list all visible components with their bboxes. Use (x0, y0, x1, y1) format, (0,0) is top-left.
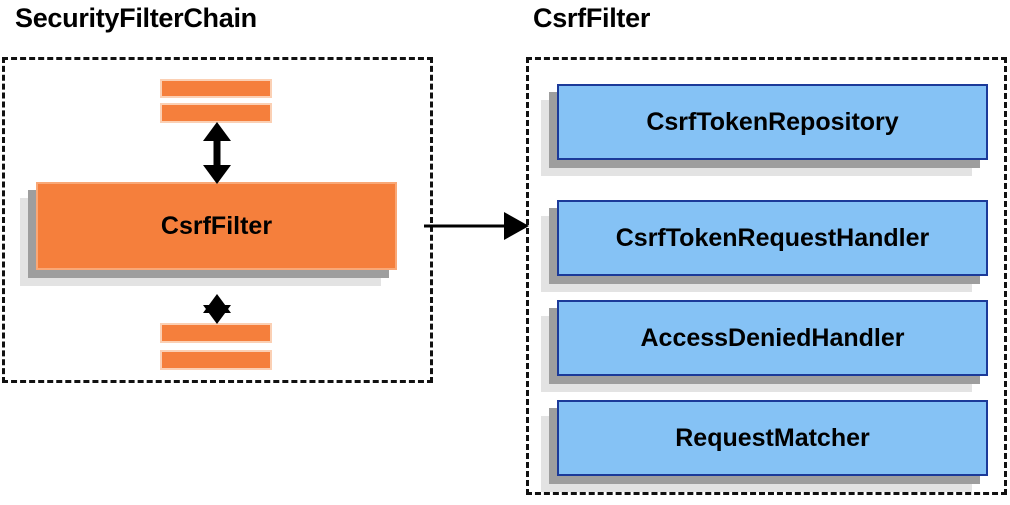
page-title-csrf-filter: CsrfFilter (533, 3, 651, 33)
node-access-denied-handler[interactable]: AccessDeniedHandler (557, 300, 988, 376)
bidirectional-arrow-above (203, 122, 231, 184)
arrow-stem (424, 224, 507, 228)
node-csrf-filter[interactable]: CsrfFilter (36, 182, 397, 270)
arrow-head-up (203, 122, 231, 141)
filter-bar-below-1[interactable] (160, 323, 272, 343)
node-csrf-token-repository[interactable]: CsrfTokenRepository (557, 84, 988, 160)
arrow-head-down (203, 305, 231, 324)
bidirectional-arrow-below (203, 294, 231, 324)
csrf-filter-panel (526, 57, 1007, 495)
node-request-matcher[interactable]: RequestMatcher (557, 400, 988, 476)
csrffilter-expansion-arrow (424, 212, 529, 240)
filter-bar-above-1[interactable] (160, 79, 272, 98)
security-filter-chain-panel (2, 57, 433, 383)
filter-bar-above-2[interactable] (160, 103, 272, 123)
arrow-stem (213, 136, 221, 170)
node-csrf-token-request-handler[interactable]: CsrfTokenRequestHandler (557, 200, 988, 276)
arrow-head-right (504, 212, 529, 240)
page-title-security-filter-chain: SecurityFilterChain (15, 3, 257, 33)
arrow-head-down (203, 165, 231, 184)
filter-bar-below-2[interactable] (160, 350, 272, 370)
